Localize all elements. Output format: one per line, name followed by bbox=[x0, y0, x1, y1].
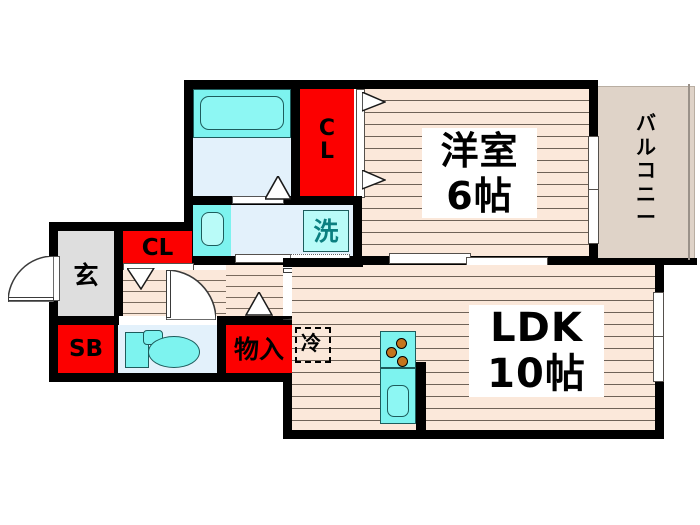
closet-hall-label: CL bbox=[141, 234, 174, 261]
ldk-size: 10帖 bbox=[469, 351, 604, 397]
entry-door-swing-arc bbox=[8, 256, 54, 302]
balcony-char-2: ル bbox=[636, 134, 656, 159]
wall-storage-top bbox=[217, 316, 292, 325]
balcony-window-upper[interactable] bbox=[588, 136, 599, 191]
wall-toilet-right bbox=[217, 316, 226, 382]
wall-entrance-sb-divider bbox=[49, 316, 119, 325]
wall-entrance-left bbox=[49, 222, 58, 382]
ldk-window-upper[interactable] bbox=[653, 292, 664, 338]
wall-bath-right bbox=[291, 80, 300, 202]
wall-toilet-bottom bbox=[109, 373, 226, 382]
wall-ldk-bottom bbox=[283, 430, 664, 439]
balcony-window-lower[interactable] bbox=[588, 189, 599, 244]
closet-shoebox bbox=[58, 325, 114, 373]
vanity-basin bbox=[201, 212, 224, 246]
closet-hall bbox=[123, 231, 192, 265]
entrance-label: 玄 bbox=[73, 260, 99, 290]
wall-corridor-ldk-top bbox=[283, 258, 363, 267]
wall-hallcloset-top bbox=[114, 222, 192, 231]
wall-washroom-right bbox=[353, 196, 362, 265]
bathtub bbox=[200, 96, 284, 130]
room-balcony bbox=[597, 86, 695, 260]
storage-fold-icon bbox=[245, 292, 273, 316]
washer-slot bbox=[303, 210, 349, 252]
wall-top bbox=[184, 80, 598, 89]
balcony-char-4: ニ bbox=[636, 181, 656, 206]
kitchen-partition bbox=[416, 362, 426, 430]
bath-folding-door-icon bbox=[265, 176, 291, 200]
bedroom-name: 洋室 bbox=[422, 128, 537, 173]
balcony-rail-right bbox=[688, 84, 690, 260]
wall-entrance-top bbox=[49, 222, 123, 231]
bedroom-closet-fold-icon-bottom bbox=[362, 170, 386, 190]
balcony-rail-bottom bbox=[597, 258, 697, 265]
bedroom-sliding-door-left[interactable] bbox=[389, 253, 471, 264]
hall-closet-fold-icon bbox=[127, 268, 155, 290]
washer-label: 洗 bbox=[313, 216, 339, 246]
fridge-label: 冷 bbox=[301, 331, 321, 355]
bedroom-closet-fold-icon-top bbox=[362, 92, 386, 112]
room-entrance bbox=[58, 231, 114, 316]
toilet-door-arc bbox=[166, 270, 216, 320]
wall-storage-bottom bbox=[217, 373, 292, 382]
closet-bedroom-label-c: C bbox=[318, 115, 336, 141]
bath-door-opening[interactable] bbox=[232, 196, 284, 204]
closet-bedroom-label: C L bbox=[300, 100, 354, 180]
wall-topcloset-bottom bbox=[300, 196, 362, 205]
kitchen-sink bbox=[387, 385, 409, 417]
wall-bath-left bbox=[184, 80, 193, 280]
burner-top bbox=[396, 338, 407, 349]
closet-storage bbox=[226, 325, 292, 373]
burner-right bbox=[397, 356, 408, 367]
balcony-char-5: ー bbox=[636, 205, 656, 230]
closet-bedroom-label-l: L bbox=[319, 139, 335, 164]
ldk-name: LDK bbox=[469, 305, 604, 351]
closet-shoebox-label: SB bbox=[68, 335, 104, 362]
entry-door-leaf[interactable] bbox=[8, 297, 54, 301]
balcony-char-3: コ bbox=[636, 158, 656, 183]
wall-entrance-bottom bbox=[49, 373, 109, 382]
toilet-bowl bbox=[148, 336, 200, 368]
fridge-space bbox=[295, 327, 331, 363]
balcony-label: バ ル コ ニ ー bbox=[620, 96, 672, 246]
balcony-char-1: バ bbox=[636, 111, 656, 136]
closet-storage-label: 物入 bbox=[233, 334, 284, 364]
ldk-window-lower[interactable] bbox=[653, 336, 664, 382]
bedroom-size: 6帖 bbox=[422, 173, 537, 218]
closet-bedroom bbox=[300, 89, 354, 196]
toilet-door-leaf[interactable] bbox=[166, 270, 171, 318]
burner-left bbox=[386, 347, 397, 358]
wall-entrance-right bbox=[114, 231, 123, 316]
